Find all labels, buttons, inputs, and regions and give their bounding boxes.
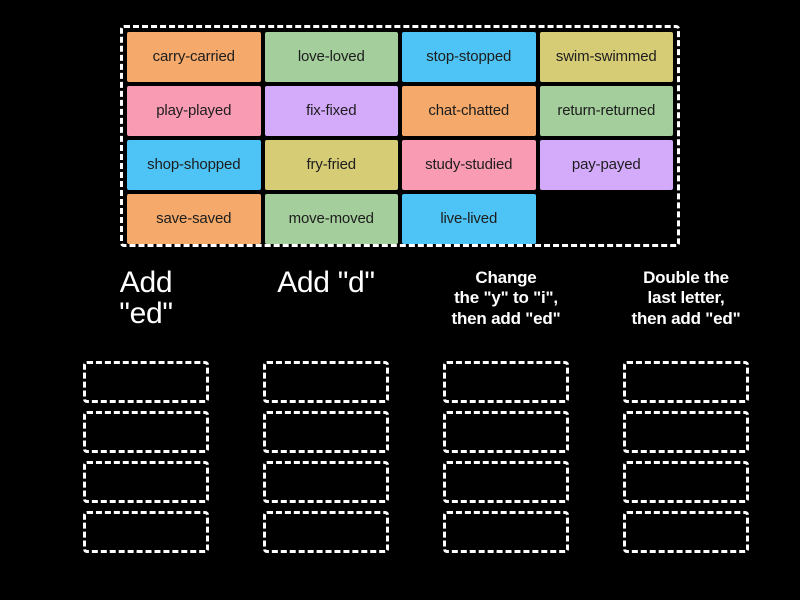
word-tile[interactable]: save-saved	[127, 194, 261, 244]
word-tile[interactable]: return-returned	[539, 86, 673, 136]
drop-slot[interactable]	[623, 411, 749, 453]
drop-slot[interactable]	[623, 511, 749, 553]
drop-column-4	[606, 361, 766, 553]
drop-slot[interactable]	[443, 511, 569, 553]
word-tile[interactable]: play-played	[127, 86, 261, 136]
category-heading: Add "d"	[277, 266, 375, 299]
word-tile[interactable]: stop-stopped	[402, 32, 536, 82]
category-heading: Change the "y" to "i", then add "ed"	[451, 268, 561, 328]
word-tile-empty-slot	[540, 194, 674, 244]
category-headings-row: Add "ed" Add "d" Change the "y" to "i", th…	[66, 266, 766, 330]
category-heading: Double the last letter, then add "ed"	[631, 268, 741, 328]
word-tile[interactable]: shop-shopped	[127, 140, 261, 190]
drop-zones-row	[66, 361, 766, 553]
word-tile[interactable]: carry-carried	[127, 32, 261, 82]
drop-slot[interactable]	[83, 361, 209, 403]
drop-slot[interactable]	[83, 411, 209, 453]
drop-column-1	[66, 361, 226, 553]
word-tile[interactable]: fix-fixed	[264, 86, 398, 136]
drop-slot[interactable]	[443, 461, 569, 503]
category-column-1: Add "ed"	[66, 266, 226, 330]
category-column-3: Change the "y" to "i", then add "ed"	[426, 268, 586, 330]
drop-slot[interactable]	[263, 461, 389, 503]
drop-slot[interactable]	[623, 361, 749, 403]
word-tile[interactable]: move-moved	[264, 194, 398, 244]
drop-slot[interactable]	[443, 361, 569, 403]
word-tile[interactable]: fry-fried	[264, 140, 398, 190]
word-tile[interactable]: live-lived	[402, 194, 536, 244]
drop-slot[interactable]	[83, 511, 209, 553]
drop-slot[interactable]	[263, 411, 389, 453]
drop-slot[interactable]	[443, 411, 569, 453]
word-tile[interactable]: swim-swimmed	[539, 32, 673, 82]
drop-slot[interactable]	[263, 511, 389, 553]
word-tile[interactable]: chat-chatted	[402, 86, 536, 136]
category-column-2: Add "d"	[246, 266, 406, 330]
word-tile[interactable]: pay-payed	[539, 140, 673, 190]
category-heading: Add "ed"	[119, 266, 173, 330]
drop-column-2	[246, 361, 406, 553]
category-column-4: Double the last letter, then add "ed"	[606, 268, 766, 330]
drop-slot[interactable]	[623, 461, 749, 503]
drop-slot[interactable]	[263, 361, 389, 403]
word-tile[interactable]: love-loved	[264, 32, 398, 82]
drop-slot[interactable]	[83, 461, 209, 503]
word-tile[interactable]: study-studied	[402, 140, 536, 190]
drop-column-3	[426, 361, 586, 553]
